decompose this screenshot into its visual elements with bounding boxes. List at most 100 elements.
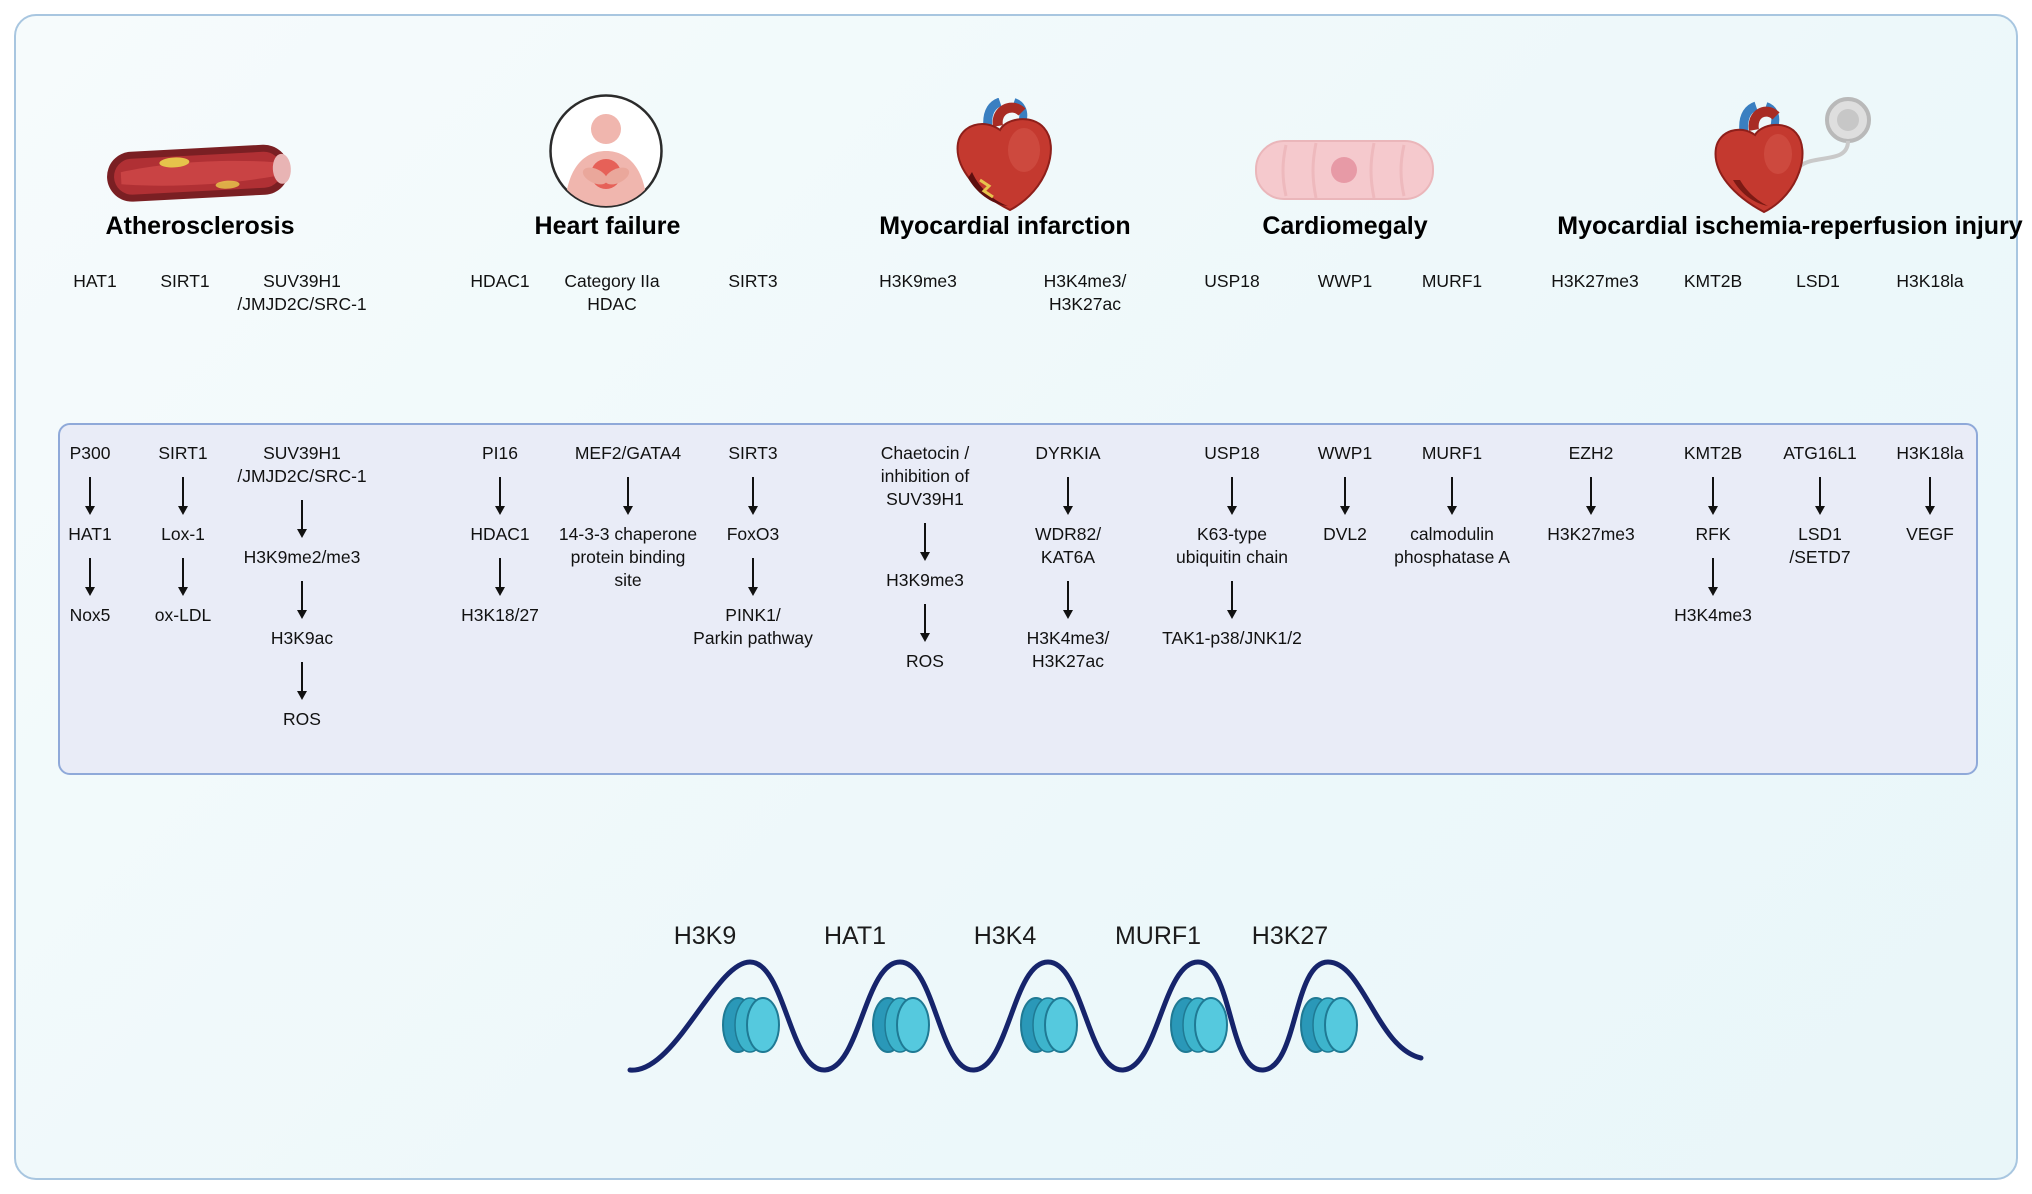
down-arrow-icon (84, 477, 95, 516)
pathway-step: LSD1 /SETD7 (1789, 524, 1851, 568)
factor-label: SIRT3 (728, 271, 778, 291)
pathway-step: FoxO3 (726, 524, 780, 545)
factor-label: H3K4me3/ H3K27ac (1043, 271, 1127, 315)
dna-strand (627, 959, 1424, 1073)
pathway-step: MEF2/GATA4 (574, 443, 682, 463)
pathway-step: Chaetocin / inhibition of SUV39H1 (880, 443, 970, 510)
heart-with-pacemaker-icon (1700, 90, 1885, 218)
pathway-step: PINK1/ Parkin pathway (693, 605, 813, 649)
down-arrow-icon (622, 477, 633, 516)
down-arrow-icon (919, 604, 930, 643)
pathway-step: HAT1 (68, 524, 112, 545)
down-arrow-icon (494, 558, 505, 597)
disease-title-myocardial-infarction: Myocardial infarction (879, 212, 1131, 240)
pathway-step: Nox5 (69, 605, 111, 626)
factor-label: KMT2B (1683, 271, 1743, 291)
down-arrow-icon (177, 558, 188, 597)
nucleosome-disc (1170, 997, 1228, 1053)
disease-title-atherosclerosis: Atherosclerosis (105, 212, 295, 240)
pathway-step: Lox-1 (161, 524, 205, 545)
nucleosome-label: HAT1 (823, 922, 887, 950)
down-arrow-icon (1339, 477, 1350, 516)
factor-label: SIRT1 (160, 271, 210, 291)
nucleosome-disc (722, 997, 780, 1053)
factor-label: H3K18la (1896, 271, 1964, 291)
nucleosome-label: H3K27 (1251, 922, 1329, 950)
nucleosome-dna-illustration (615, 900, 1455, 1100)
down-arrow-icon (296, 500, 307, 539)
pathway-step: K63-type ubiquitin chain (1176, 524, 1288, 568)
nucleosome-disc (1020, 997, 1078, 1053)
down-arrow-icon (1707, 558, 1718, 597)
down-arrow-icon (1226, 477, 1237, 516)
pathway-step: H3K4me3/ H3K27ac (1026, 628, 1110, 672)
pathway-column-miri-3: ATG16L1 LSD1 /SETD7 (1765, 442, 1875, 569)
person-chest-pain-icon (547, 92, 665, 210)
down-arrow-icon (296, 581, 307, 620)
down-arrow-icon (1585, 477, 1596, 516)
pathway-step: ox-LDL (154, 605, 212, 626)
pathway-column-miri-1: EZH2 H3K27me3 (1531, 442, 1651, 546)
pathway-step: SIRT3 (728, 443, 778, 463)
pathway-column-atherosclerosis-3: SUV39H1 /JMJD2C/SRC-1 H3K9me2/me3 H3K9ac… (222, 442, 382, 731)
pathway-column-mi-2: DYRKIA WDR82/ KAT6A H3K4me3/ H3K27ac (1008, 442, 1128, 673)
down-arrow-icon (1446, 477, 1457, 516)
pathway-step: calmodulin phosphatase A (1394, 524, 1510, 568)
down-arrow-icon (1924, 477, 1935, 516)
pathway-step: H3K4me3 (1674, 605, 1752, 626)
down-arrow-icon (1814, 477, 1825, 516)
pathway-step: ROS (283, 709, 321, 730)
disease-title-cardiomegaly: Cardiomegaly (1262, 212, 1428, 240)
pathway-column-mi-1: Chaetocin / inhibition of SUV39H1 H3K9me… (845, 442, 1005, 673)
pathway-step: PI16 (482, 443, 518, 463)
pathway-step: H3K27me3 (1547, 524, 1635, 545)
factor-label: LSD1 (1796, 271, 1840, 291)
pathway-step: H3K9me2/me3 (243, 547, 361, 568)
down-arrow-icon (1226, 581, 1237, 620)
pathway-step: ROS (906, 651, 944, 672)
pathway-column-heart-failure-2: MEF2/GATA4 14-3-3 chaperone protein bind… (548, 442, 708, 592)
down-arrow-icon (494, 477, 505, 516)
disease-title-heart-failure: Heart failure (534, 212, 681, 240)
down-arrow-icon (919, 523, 930, 562)
factor-label: WWP1 (1317, 271, 1373, 291)
pathway-step: VEGF (1906, 524, 1954, 545)
nucleosome-disc (872, 997, 930, 1053)
pathway-column-heart-failure-3: SIRT3 FoxO3 PINK1/ Parkin pathway (678, 442, 828, 650)
pathway-step: H3K9ac (270, 628, 334, 649)
pathway-step: RFK (1695, 524, 1731, 545)
factor-label: MURF1 (1421, 271, 1483, 291)
down-arrow-icon (84, 558, 95, 597)
factor-label: HDAC1 (470, 271, 530, 291)
pathway-column-cardiomegaly-1: USP18 K63-type ubiquitin chain TAK1-p38/… (1147, 442, 1317, 650)
pathway-step: ATG16L1 (1783, 443, 1857, 463)
factor-label: USP18 (1204, 271, 1260, 291)
down-arrow-icon (1707, 477, 1718, 516)
factor-label: Category IIa HDAC (564, 271, 660, 315)
cardiac-muscle-icon (1252, 133, 1437, 208)
pathway-step: H3K18/27 (461, 605, 539, 626)
nucleosome-label: MURF1 (1114, 922, 1202, 950)
disease-title-miri: Myocardial ischemia-reperfusion injury (1557, 212, 2023, 240)
pathway-column-cardiomegaly-2: WWP1 DVL2 (1295, 442, 1395, 546)
pathway-step: H3K18la (1896, 443, 1964, 463)
pathway-step: DVL2 (1323, 524, 1367, 545)
factor-label: H3K27me3 (1551, 271, 1639, 291)
factor-label: HAT1 (73, 271, 117, 291)
pathway-column-heart-failure-1: PI16 HDAC1 H3K18/27 (450, 442, 550, 627)
pathway-column-atherosclerosis-1: P300 HAT1 Nox5 (40, 442, 140, 627)
pathway-column-atherosclerosis-2: SIRT1 Lox-1 ox-LDL (133, 442, 233, 627)
pathway-step: WDR82/ KAT6A (1034, 524, 1102, 568)
pathway-column-miri-4: H3K18la VEGF (1875, 442, 1985, 546)
nucleosome-label: H3K9 (673, 922, 737, 950)
pathway-step: SUV39H1 /JMJD2C/SRC-1 (237, 443, 367, 487)
pathway-step: TAK1-p38/JNK1/2 (1162, 628, 1302, 649)
infarcted-heart-icon (940, 98, 1080, 216)
factor-label: H3K9me3 (879, 271, 957, 291)
pathway-step: HDAC1 (470, 524, 530, 545)
pathway-step: WWP1 (1317, 443, 1373, 463)
nucleosome-label: H3K4 (973, 922, 1037, 950)
pathway-step: KMT2B (1683, 443, 1743, 463)
down-arrow-icon (747, 477, 758, 516)
